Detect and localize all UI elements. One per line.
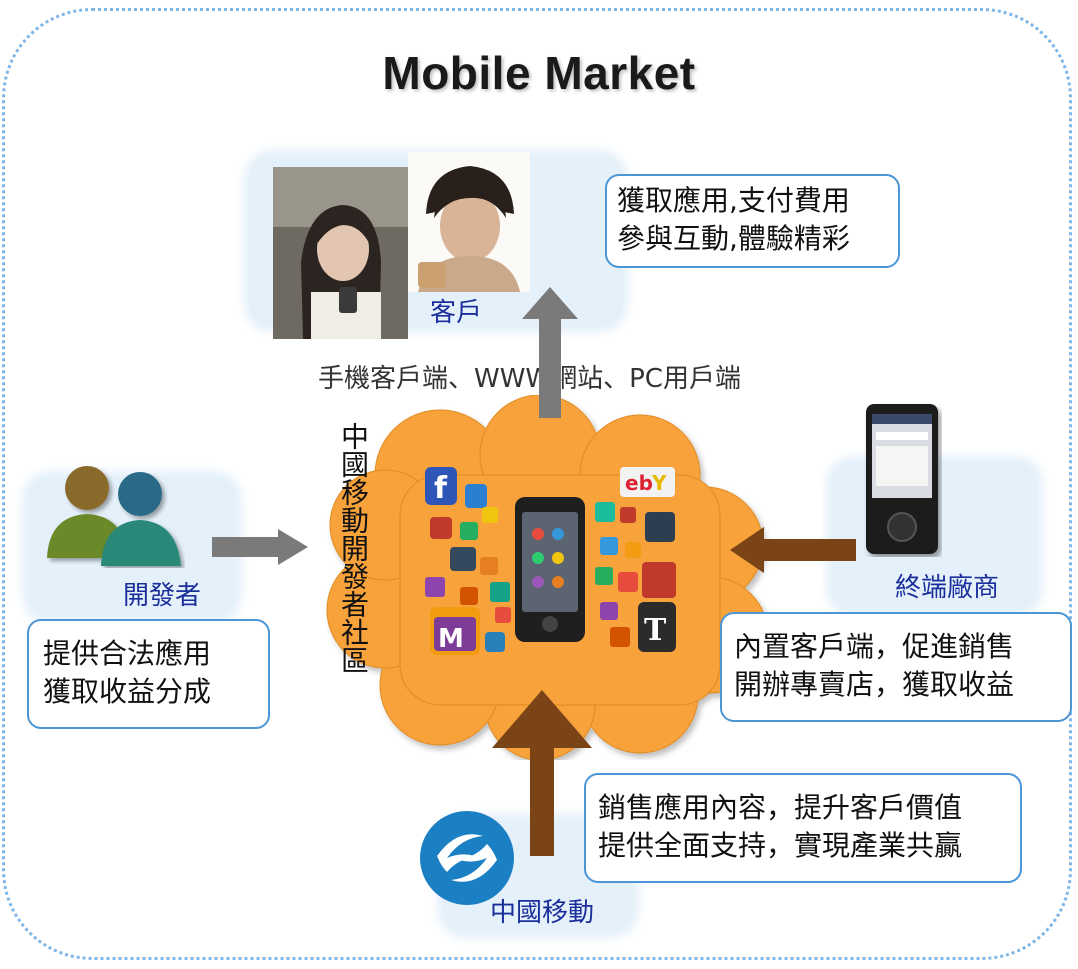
customer-photo-man [408, 152, 530, 292]
customer-callout-line-2: 參與互動,體驗精彩 [617, 222, 850, 255]
customer-label: 客戶 [430, 298, 483, 328]
developer-label: 開發者 [123, 581, 202, 611]
svg-text:Y: Y [651, 471, 667, 495]
developers-icon [47, 466, 181, 566]
terminal-vendor-callout: 內置客戶端，促進銷售 開辦專賣店，獲取收益 [720, 612, 1072, 722]
customer-callout: 獲取應用,支付費用 參與互動,體驗精彩 [605, 174, 900, 268]
community-label: 中國移動開發者社區 [337, 422, 370, 674]
app-icons-cluster: f eb Y M T [420, 462, 680, 662]
phone-icon [866, 404, 938, 554]
china-mobile-callout-line-2: 提供全面支持，實現產業共贏 [598, 829, 963, 862]
svg-text:M: M [438, 624, 464, 654]
svg-text:T: T [644, 613, 667, 648]
terminal-vendor-callout-line-2: 開辦專賣店，獲取收益 [734, 668, 1015, 701]
china-mobile-logo [420, 811, 514, 905]
developer-callout: 提供合法應用 獲取收益分成 [27, 619, 270, 729]
china-mobile-label: 中國移動 [490, 898, 595, 928]
channels-text: 手機客戶端、WWW網站、PC用戶端 [318, 364, 741, 394]
page-title: Mobile Market [382, 47, 696, 99]
terminal-vendor-arrow [730, 527, 856, 573]
up-arrow [522, 287, 578, 418]
developer-callout-line-1: 提供合法應用 [43, 637, 212, 670]
outer-frame [2, 8, 1072, 960]
terminal-vendor-label: 終端廠商 [895, 573, 1000, 603]
svg-text:eb: eb [625, 471, 653, 495]
terminal-vendor-callout-line-1: 內置客戶端，促進銷售 [734, 630, 1015, 663]
svg-text:f: f [434, 471, 448, 506]
china-mobile-callout-line-1: 銷售應用內容，提升客戶價值 [598, 791, 963, 824]
developer-arrow [212, 529, 308, 565]
customer-callout-line-1: 獲取應用,支付費用 [617, 184, 850, 217]
china-mobile-callout: 銷售應用內容，提升客戶價值 提供全面支持，實現產業共贏 [584, 773, 1022, 883]
china-mobile-arrow [492, 690, 592, 856]
developer-callout-line-2: 獲取收益分成 [43, 675, 212, 708]
customer-photo-woman [273, 167, 408, 339]
